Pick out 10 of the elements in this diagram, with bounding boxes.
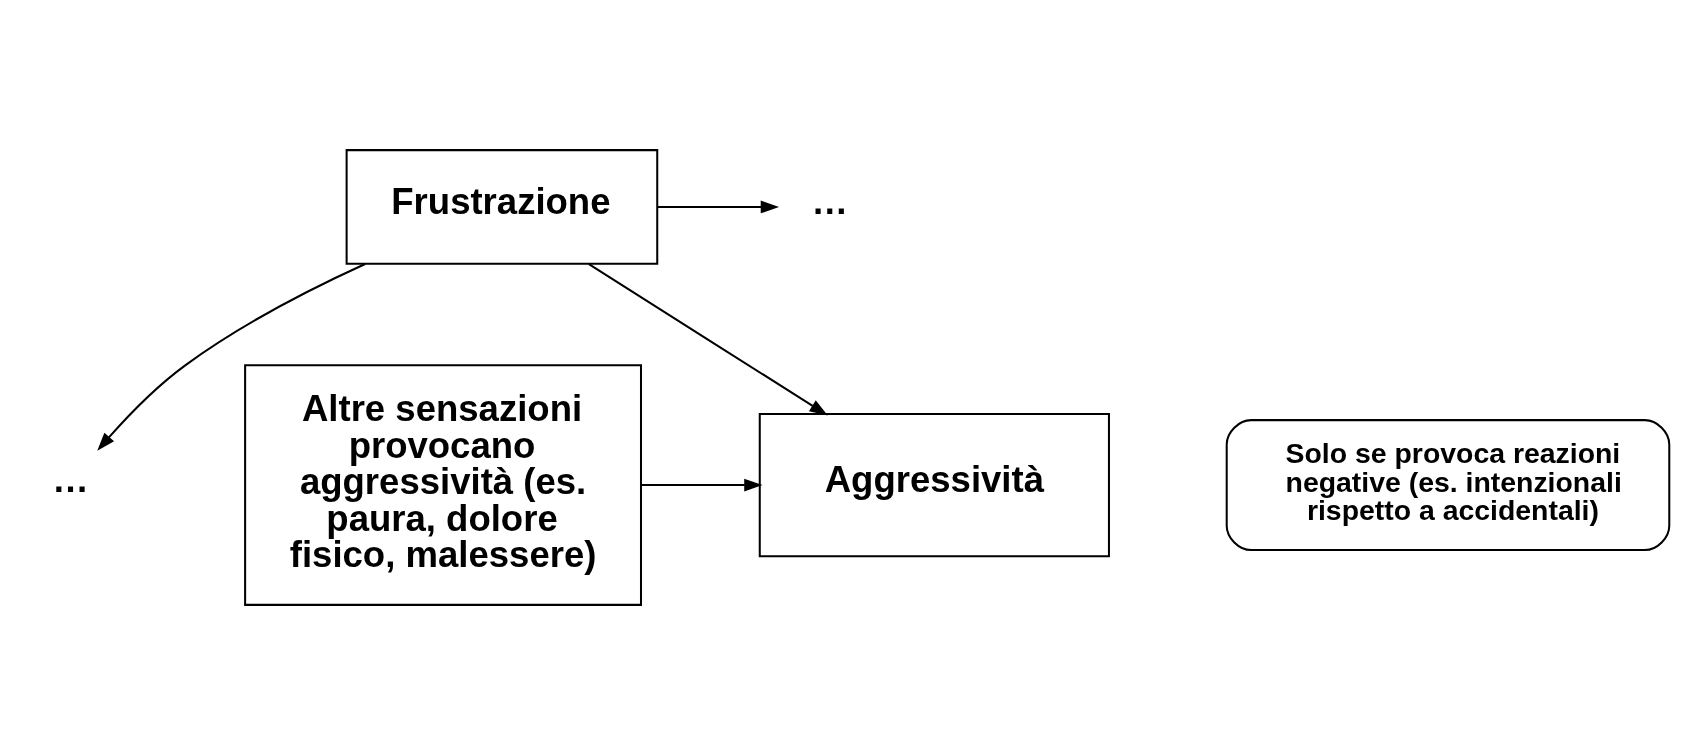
node-box: Altre sensazioni provocano aggressività (es. paura, dolore fisico, malessere) [244, 363, 642, 606]
node-box: Solo se provoca reazioni negative (es. intenzionali rispetto a accidentali) [1225, 418, 1671, 551]
node-text: … [52, 458, 89, 500]
arrow [588, 262, 828, 416]
node-text: … [811, 180, 849, 222]
arrow [657, 200, 779, 213]
arrow [97, 262, 366, 451]
node-box: Frustrazione [345, 148, 659, 265]
arrow [641, 478, 763, 491]
node-box: Aggressività [758, 412, 1110, 557]
